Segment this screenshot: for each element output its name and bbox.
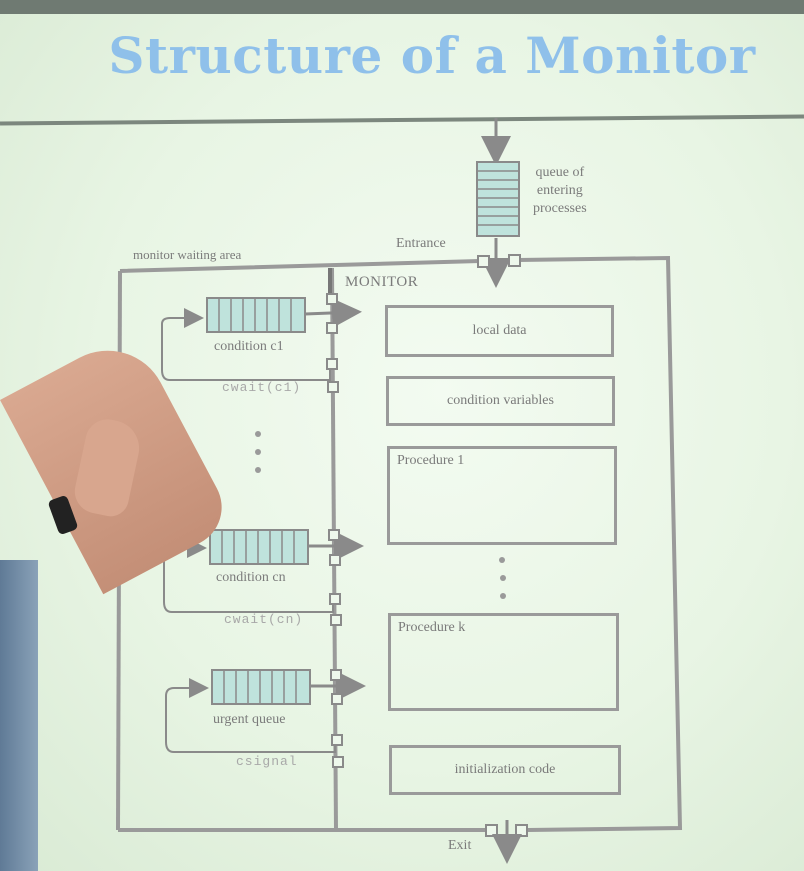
urgent-queue-icon	[211, 669, 311, 705]
condition-variables-box: condition variables	[386, 376, 615, 426]
cwait-c1-label: cwait(c1)	[222, 380, 302, 395]
condition-c1-label: condition c1	[214, 339, 284, 354]
entrance-label: Entrance	[396, 236, 446, 251]
procedure-k-box: Procedure k	[388, 613, 619, 711]
screen-top-edge	[0, 0, 804, 14]
urgent-queue-label: urgent queue	[213, 712, 286, 727]
exit-gate-left	[485, 824, 498, 837]
waiting-area-label: monitor waiting area	[133, 247, 242, 262]
presenter-body	[0, 560, 38, 871]
urgent-loop-arrow	[165, 678, 336, 753]
queue-label: queue of entering processes	[533, 165, 587, 216]
csignal-label: csignal	[236, 754, 298, 769]
exit-gate-right	[515, 824, 528, 837]
ellipsis-dot	[500, 575, 506, 581]
local-data-box: local data	[385, 305, 614, 357]
exit-label: Exit	[448, 838, 472, 853]
ellipsis-dot	[255, 467, 261, 473]
condition-cn-label: condition cn	[216, 570, 286, 585]
ellipsis-dot	[499, 557, 505, 563]
ellipsis-dot	[500, 593, 506, 599]
entering-queue-icon	[476, 161, 520, 237]
condition-c1-queue-icon	[206, 297, 306, 333]
initialization-code-box: initialization code	[389, 745, 621, 795]
c1-loop-arrow	[161, 308, 331, 381]
monitor-outline	[118, 255, 683, 832]
entrance-gate-right	[508, 254, 521, 267]
condition-cn-queue-icon	[209, 529, 309, 565]
monitor-label: MONITOR	[345, 274, 419, 290]
cwait-cn-label: cwait(cn)	[224, 612, 304, 627]
ellipsis-dot	[255, 431, 261, 437]
slide-title: Structure of a Monitor	[108, 26, 756, 85]
ellipsis-dot	[255, 449, 261, 455]
entrance-gate-left	[477, 255, 490, 268]
procedure-1-box: Procedure 1	[387, 446, 617, 545]
